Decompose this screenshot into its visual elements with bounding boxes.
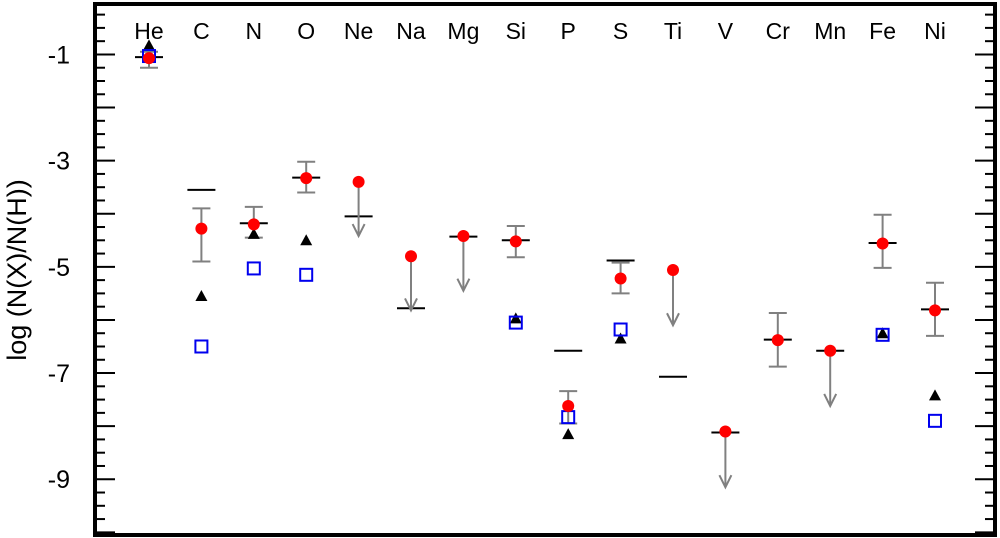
element-label: O [297, 18, 315, 44]
element-label: P [561, 18, 576, 44]
element-label: V [718, 18, 734, 44]
red-point-mark [457, 230, 470, 243]
upper-limit-arrow-head [456, 278, 471, 293]
element-label: Mn [814, 18, 846, 44]
triangle-mark [195, 290, 208, 302]
triangle-mark [300, 234, 313, 246]
element-label: Na [396, 18, 426, 44]
red-point-mark [195, 222, 208, 235]
square-mark [613, 322, 628, 337]
y-axis-ticks [95, 13, 995, 534]
element-label: Ti [664, 18, 682, 44]
y-tick-label: -7 [48, 360, 70, 388]
red-point-mark [300, 172, 313, 185]
upper-limit-arrow-head [666, 312, 680, 328]
data-marks [135, 39, 949, 490]
red-point-mark [405, 250, 417, 263]
y-axis-title: log (N(X)/N(H)) [2, 179, 32, 361]
upper-limit-arrow-head [351, 223, 366, 239]
element-label: Ni [924, 18, 946, 44]
element-label: Cr [766, 18, 791, 44]
red-point-mark [614, 272, 627, 285]
upper-limit-arrow-head [823, 393, 838, 409]
y-tick-label: -1 [48, 41, 70, 69]
triangle-mark [929, 389, 941, 401]
y-tick-label: -5 [48, 254, 70, 282]
triangle-mark [143, 39, 155, 51]
element-label: S [613, 18, 628, 44]
element-label: Si [506, 18, 526, 44]
square-mark [508, 315, 523, 330]
triangle-mark [876, 327, 889, 339]
element-label: Fe [869, 18, 896, 44]
red-point-mark [824, 344, 837, 357]
red-point-mark [562, 399, 575, 412]
triangle-mark [562, 428, 575, 440]
element-label: Ne [344, 18, 373, 44]
triangle-mark [509, 312, 522, 324]
upper-limit-arrow-head [718, 474, 733, 490]
triangle-mark [614, 332, 627, 344]
red-point-mark [929, 304, 941, 317]
element-label: Mg [447, 18, 479, 44]
square-mark [299, 267, 314, 282]
square-mark [928, 413, 942, 428]
element-label: N [245, 18, 262, 44]
triangle-mark [247, 227, 260, 239]
square-mark [875, 327, 890, 342]
square-mark [246, 261, 261, 276]
y-tick-label: -3 [48, 148, 70, 176]
y-tick-label: -9 [48, 466, 70, 494]
red-point-mark [143, 52, 155, 65]
red-point-mark [247, 218, 260, 231]
red-point-mark [771, 334, 784, 347]
red-point-mark [509, 235, 522, 248]
red-point-mark [876, 237, 889, 250]
red-point-mark [352, 175, 365, 188]
plot-frame [93, 2, 997, 537]
square-mark [194, 339, 209, 354]
element-label: C [193, 18, 210, 44]
upper-limit-arrow-head [404, 297, 418, 313]
y-tick-labels: -1 -3 -5 -7 -9 [48, 41, 70, 494]
red-point-mark [719, 425, 732, 438]
red-point-mark [667, 264, 679, 277]
